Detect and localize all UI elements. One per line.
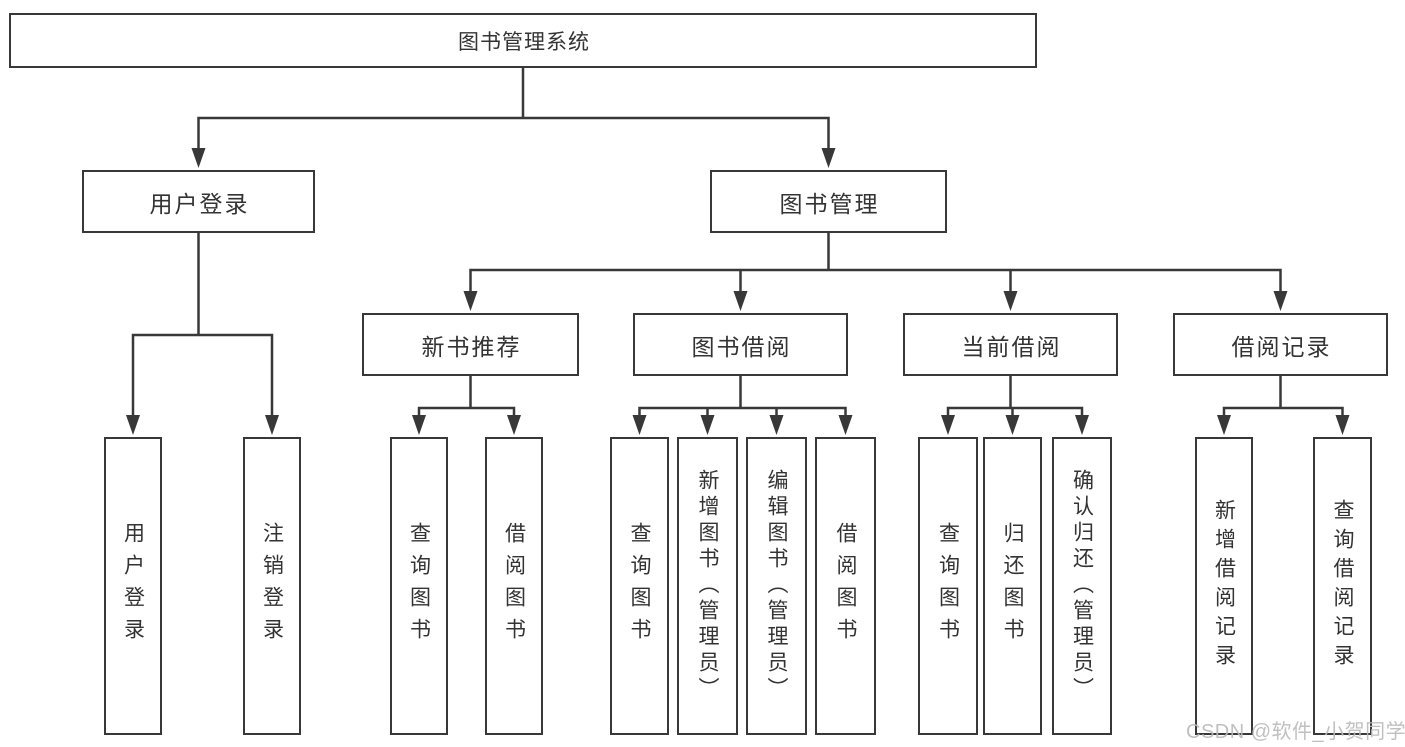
arrowhead-book-borrowing (733, 291, 748, 311)
arrowhead-query-books-2 (632, 415, 647, 435)
arrowhead-borrow-books-2 (838, 415, 853, 435)
node-user-login: 用户登录 (82, 170, 315, 233)
node-label: 用户登录 (121, 522, 145, 650)
node-borrow-books-2: 借阅图书 (815, 437, 876, 735)
node-label: 新书推荐 (421, 333, 522, 360)
node-query-books-1: 查询图书 (390, 437, 448, 735)
arrowhead-add-borrow-record (1217, 415, 1231, 435)
node-label: 查询图书 (628, 522, 651, 650)
arrowhead-edit-book-admin (769, 415, 784, 435)
watermark-text: CSDN @软件_小贺同学 (1186, 721, 1405, 743)
arrowhead-return-books (1005, 415, 1020, 435)
node-label: 查询借阅记录 (1331, 499, 1354, 673)
node-return-books: 归还图书 (983, 437, 1042, 735)
node-current-borrowing: 当前借阅 (903, 313, 1118, 376)
arrowhead-add-book-admin (700, 415, 715, 435)
node-label: 编辑图书（管理员） (765, 469, 788, 703)
arrowhead-query-books-3 (941, 415, 955, 435)
node-query-books-2: 查询图书 (610, 437, 669, 735)
node-label: 新增借阅记录 (1212, 499, 1236, 673)
node-confirm-return-admin: 确认归还（管理员） (1052, 437, 1112, 735)
node-book-management-system: 图书管理系统 (9, 13, 1037, 68)
arrowhead-book-management (821, 148, 836, 168)
arrowhead-borrow-books-1 (507, 415, 521, 435)
node-borrow-books-1: 借阅图书 (485, 437, 543, 735)
node-label: 查询图书 (407, 522, 431, 650)
arrowhead-confirm-return-admin (1075, 415, 1089, 435)
node-label: 借阅图书 (834, 522, 857, 650)
arrowhead-query-books-1 (412, 415, 426, 435)
arrowhead-user-login-action (126, 415, 140, 435)
node-book-management: 图书管理 (710, 170, 947, 233)
arrowhead-new-book-recommendation (463, 291, 478, 311)
node-add-borrow-record: 新增借阅记录 (1195, 437, 1253, 735)
node-edit-book-admin: 编辑图书（管理员） (746, 437, 807, 735)
node-label: 归还图书 (1001, 522, 1024, 650)
node-label: 注销登录 (260, 522, 284, 650)
node-label: 新增图书（管理员） (696, 469, 719, 703)
arrowhead-user-login (191, 148, 206, 168)
node-book-borrowing: 图书借阅 (633, 313, 848, 376)
node-label: 借阅图书 (502, 522, 526, 650)
node-label: 当前借阅 (961, 333, 1062, 360)
connector-path (131, 66, 1344, 421)
node-label: 图书管理 (779, 190, 880, 217)
node-label: 查询图书 (936, 522, 960, 650)
node-borrowing-records: 借阅记录 (1173, 313, 1388, 376)
arrowhead-query-borrow-record (1335, 415, 1350, 435)
node-add-book-admin: 新增图书（管理员） (677, 437, 738, 735)
node-new-book-recommendation: 新书推荐 (362, 313, 579, 376)
arrowhead-current-borrowing (1003, 291, 1018, 311)
arrowhead-logout-action (265, 415, 279, 435)
node-user-login-action: 用户登录 (104, 437, 162, 735)
arrowhead-borrowing-records (1273, 291, 1288, 311)
node-query-books-3: 查询图书 (918, 437, 978, 735)
node-logout-action: 注销登录 (243, 437, 301, 735)
node-label: 用户登录 (149, 190, 250, 217)
node-label: 借阅记录 (1231, 333, 1332, 360)
node-label: 图书借阅 (691, 333, 792, 360)
node-query-borrow-record: 查询借阅记录 (1313, 437, 1372, 735)
node-label: 图书管理系统 (458, 30, 590, 54)
node-label: 确认归还（管理员） (1070, 469, 1094, 703)
